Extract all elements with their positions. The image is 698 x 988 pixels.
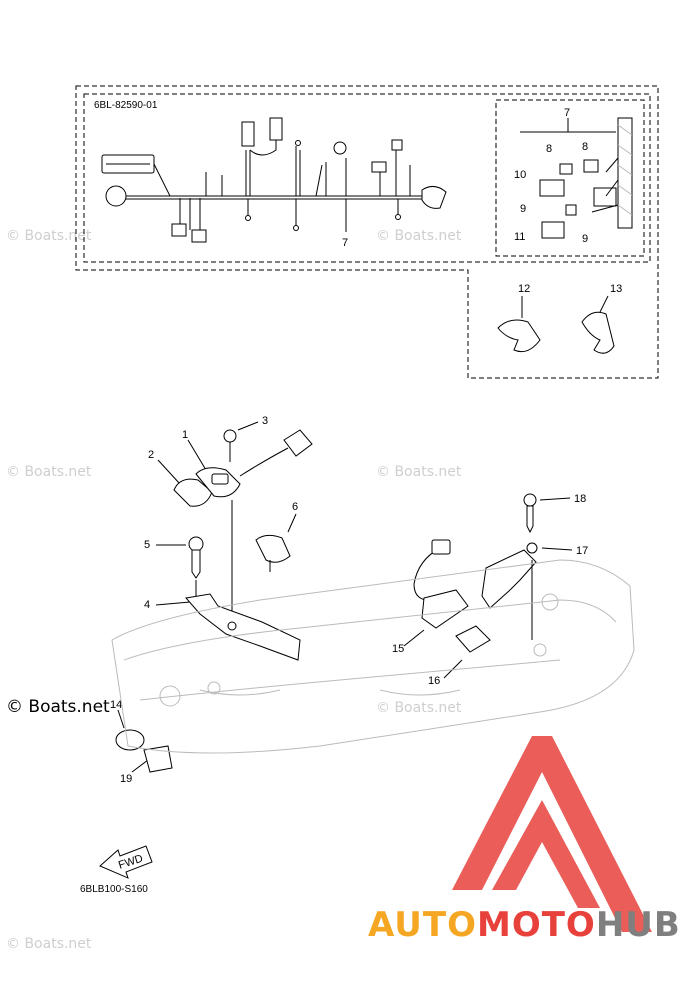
callout-14: 14	[110, 699, 122, 711]
callout-12: 12	[518, 283, 530, 295]
callout-3: 3	[262, 415, 268, 427]
callout-15: 15	[392, 643, 404, 655]
watermark-4: © Boats.net	[376, 464, 462, 480]
drawing-code: 6BLB100-S160	[80, 884, 148, 895]
callout-8a: 8	[546, 143, 552, 155]
callout-11: 11	[514, 231, 525, 243]
watermark-6: © Boats.net	[376, 700, 462, 716]
callout-2: 2	[148, 449, 154, 461]
brand-moto: MOTO	[477, 905, 596, 945]
lower-parts	[115, 429, 538, 773]
harness-box: 6BL-82590-01	[75, 85, 659, 379]
fwd-arrow: FWD	[99, 845, 153, 879]
connector-inset: 7 8 8 10 9 11 9	[514, 107, 633, 245]
watermark-1: © Boats.net	[6, 228, 92, 244]
watermark-7: © Boats.net	[6, 936, 92, 952]
watermark-5: © Boats.net	[6, 697, 110, 717]
callout-8b: 8	[582, 141, 588, 153]
callout-6: 6	[292, 501, 298, 513]
callout-4: 4	[144, 599, 150, 611]
wire-harness: 7	[101, 117, 447, 249]
callout-9a: 9	[520, 203, 526, 215]
brand-hub: HUB	[596, 905, 681, 945]
callout-16: 16	[428, 675, 440, 687]
callout-17: 17	[576, 545, 588, 557]
callout-7b: 7	[564, 107, 570, 119]
callout-5: 5	[144, 539, 150, 551]
callout-1: 1	[182, 429, 188, 441]
watermarks: © Boats.net © Boats.net © Boats.net © Bo…	[6, 228, 462, 952]
engine-casing	[111, 559, 635, 754]
svg-text:AUTOMOTOHUB: AUTOMOTOHUB	[368, 905, 681, 945]
callout-7a: 7	[342, 237, 348, 249]
harness-part-code: 6BL-82590-01	[94, 100, 158, 111]
callout-10: 10	[514, 169, 526, 181]
callout-18: 18	[574, 493, 586, 505]
brand-logo: AUTOMOTOHUB	[368, 736, 681, 945]
callout-19: 19	[120, 773, 132, 785]
callout-9b: 9	[582, 233, 588, 245]
callout-13: 13	[610, 283, 622, 295]
clamps: 12 13	[497, 283, 622, 354]
brand-auto: AUTO	[368, 905, 477, 945]
lower-callouts: 1 2 3 4 5 6 15 16 17 18 14 19	[110, 415, 588, 785]
watermark-2: © Boats.net	[376, 228, 462, 244]
watermark-3: © Boats.net	[6, 464, 92, 480]
